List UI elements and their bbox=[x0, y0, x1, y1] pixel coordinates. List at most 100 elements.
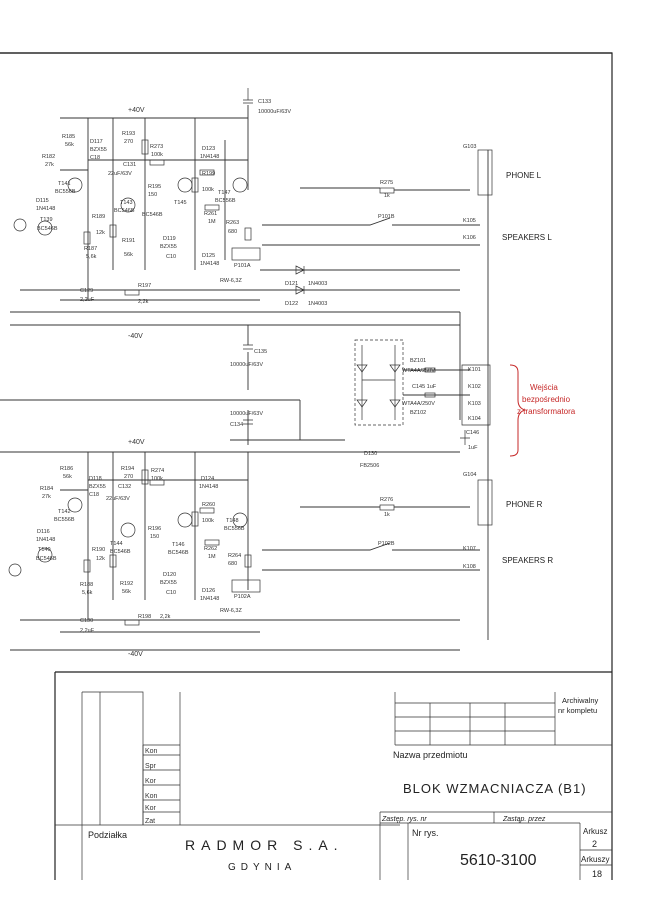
component-label: C131 bbox=[123, 162, 136, 168]
component-label: C135 bbox=[254, 349, 267, 355]
k104-label: K104 bbox=[468, 416, 481, 422]
component-label: BC556B bbox=[224, 526, 245, 532]
component-label: R193 bbox=[122, 131, 135, 137]
drawing-number: 5610-3100 bbox=[460, 852, 537, 869]
component-label: 1N4148 bbox=[200, 261, 219, 267]
component-label: 5,6k bbox=[86, 254, 97, 260]
component-label: WTA4A/250V bbox=[402, 368, 435, 374]
component-label: 100k bbox=[151, 152, 163, 158]
component-label: 10000uF/63V bbox=[230, 411, 263, 417]
component-label: C146 bbox=[466, 430, 479, 436]
component-label: 1M bbox=[208, 219, 216, 225]
component-label: 270 bbox=[124, 139, 133, 145]
component-label: 1uF bbox=[468, 445, 478, 451]
component-label: C132 bbox=[118, 484, 131, 490]
component-label: R189 bbox=[92, 214, 105, 220]
rw1-label: RW-6,3Z bbox=[220, 278, 242, 284]
component-label: 680 bbox=[228, 561, 237, 567]
archive-label-1: Archiwalny bbox=[562, 696, 599, 705]
component-label: T139 bbox=[40, 217, 53, 223]
component-label: P102B bbox=[378, 541, 395, 547]
component-label: T144 bbox=[110, 541, 123, 547]
component-label: R185 bbox=[62, 134, 75, 140]
component-label: BZ102 bbox=[410, 410, 426, 416]
component-label: BC546B bbox=[110, 549, 131, 555]
component-label: 12k bbox=[96, 556, 105, 562]
component-label: 12k bbox=[96, 230, 105, 236]
component-label: R261 bbox=[204, 211, 217, 217]
item-name-label: Nazwa przedmiotu bbox=[393, 750, 468, 760]
k103-label: K103 bbox=[468, 401, 481, 407]
component-label: 56k bbox=[65, 142, 74, 148]
component-label: C145 1uF bbox=[412, 384, 437, 390]
drawing-number-label: Nr rys. bbox=[412, 828, 439, 838]
component-label: C10 bbox=[166, 590, 176, 596]
component-label: D124 bbox=[201, 476, 214, 482]
component-label: R263 bbox=[226, 220, 239, 226]
component-label: bezpośrednio bbox=[522, 395, 571, 404]
component-label: 1N4148 bbox=[200, 154, 219, 160]
k101-label: K101 bbox=[468, 367, 481, 373]
g103-label: G103 bbox=[463, 144, 476, 150]
component-label: 1N4148 bbox=[200, 596, 219, 602]
component-label: BC556B bbox=[55, 189, 76, 195]
archive-label-2: nr kompletu bbox=[558, 706, 597, 715]
component-label: 1N4148 bbox=[36, 537, 55, 543]
component-label: D115 bbox=[36, 198, 49, 204]
component-label: C10 bbox=[166, 254, 176, 260]
component-label: BC546B bbox=[36, 556, 57, 562]
p102a-label: P102A bbox=[234, 594, 251, 600]
component-label: Kon bbox=[145, 793, 158, 800]
component-label: 1k bbox=[384, 193, 390, 199]
component-label: BC546B bbox=[168, 550, 189, 556]
k107-label: K107 bbox=[463, 546, 476, 552]
component-label: 2,2k bbox=[138, 299, 149, 305]
component-label: 2,2uF bbox=[80, 297, 95, 303]
component-label: Spr bbox=[145, 763, 157, 770]
component-label: 1N4003 bbox=[308, 281, 327, 287]
connector-column: G103 G104 K105 K106 K101 K102 K103 K104 … bbox=[459, 144, 553, 640]
component-label: T143 bbox=[120, 200, 133, 206]
scale-label: Podziałka bbox=[88, 830, 127, 840]
component-label: 1N4148 bbox=[36, 206, 55, 212]
component-label: R191 bbox=[122, 238, 135, 244]
component-label: D130 bbox=[364, 451, 377, 457]
title-block: Kon Spr Kor Kon Kor Zat Podziałka RADMOR… bbox=[54, 671, 612, 880]
component-label: BC546B bbox=[142, 212, 163, 218]
component-label: BC556B bbox=[54, 517, 75, 523]
component-label: 5,6k bbox=[82, 590, 93, 596]
component-label: R274 bbox=[151, 468, 164, 474]
component-label: BC546B bbox=[114, 208, 135, 214]
component-label: R182 bbox=[42, 154, 55, 160]
phone-r-label: PHONE R bbox=[506, 500, 543, 509]
component-label: R192 bbox=[120, 581, 133, 587]
component-label: Kor bbox=[145, 805, 157, 812]
component-label: R264 bbox=[228, 553, 241, 559]
component-label: BZX55 bbox=[160, 580, 177, 586]
component-label: R199 bbox=[202, 171, 215, 177]
component-label: R190 bbox=[92, 547, 105, 553]
component-label: R260 bbox=[202, 502, 215, 508]
component-label: R188 bbox=[80, 582, 93, 588]
speakers-r-label: SPEAKERS R bbox=[502, 556, 553, 565]
component-label: D117 bbox=[90, 139, 103, 145]
component-label: 27k bbox=[45, 162, 54, 168]
component-label: 100k bbox=[151, 476, 163, 482]
component-label: R197 bbox=[138, 283, 151, 289]
component-label: D123 bbox=[202, 146, 215, 152]
component-label: T141 bbox=[58, 181, 71, 187]
component-label: BZ101 bbox=[410, 358, 426, 364]
component-label: 2 bbox=[592, 839, 597, 849]
component-label: R198 bbox=[138, 614, 151, 620]
transformer-input-note: Wejścia bezpośrednio z transformatora bbox=[509, 364, 576, 457]
component-label: R275 bbox=[380, 180, 393, 186]
phone-l-label: PHONE L bbox=[506, 171, 542, 180]
component-label: Arkusz bbox=[583, 827, 607, 836]
component-label: C134 bbox=[230, 422, 243, 428]
component-label: C129 bbox=[80, 288, 93, 294]
component-label: C130 bbox=[80, 618, 93, 624]
component-label: 56k bbox=[122, 589, 131, 595]
component-label: BZX55 bbox=[160, 244, 177, 250]
component-label: 680 bbox=[228, 229, 237, 235]
